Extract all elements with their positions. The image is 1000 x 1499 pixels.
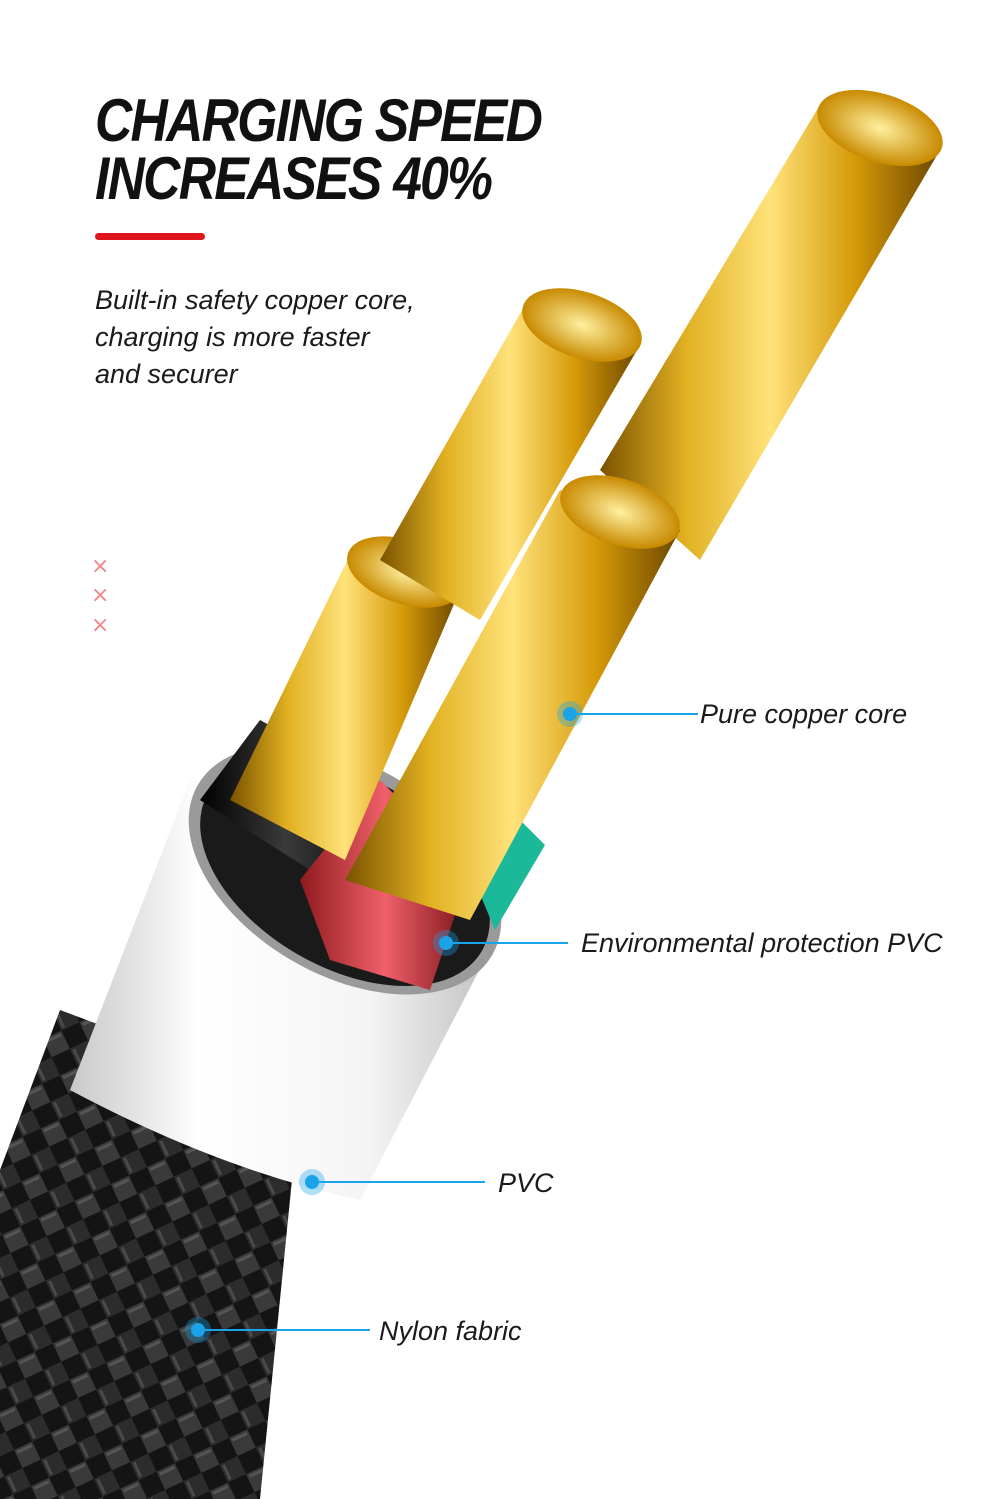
page-headline: CHARGING SPEED INCREASES 40% bbox=[95, 87, 543, 212]
decorative-x-icon: × bbox=[91, 583, 110, 608]
decorative-x-icon: × bbox=[91, 554, 110, 579]
subtitle-line-2: charging is more faster bbox=[95, 322, 370, 352]
decorative-x-icon: × bbox=[91, 613, 110, 638]
headline-line-2: INCREASES 40% bbox=[95, 145, 493, 212]
subtitle-line-1: Built-in safety copper core, bbox=[95, 285, 415, 315]
label-copper-core: Pure copper core bbox=[700, 699, 908, 729]
copper-bundle-front bbox=[345, 475, 680, 920]
headline-line-1: CHARGING SPEED bbox=[95, 87, 543, 154]
label-env-pvc: Environmental protection PVC bbox=[581, 928, 943, 958]
accent-divider bbox=[95, 233, 205, 240]
callout-copper-core bbox=[557, 701, 698, 727]
subtitle: Built-in safety copper core, charging is… bbox=[95, 282, 415, 393]
callout-nylon bbox=[185, 1317, 370, 1343]
callout-env-pvc bbox=[433, 930, 568, 956]
callout-pvc bbox=[299, 1169, 485, 1195]
subtitle-line-3: and securer bbox=[95, 359, 238, 389]
copper-bundle-middle bbox=[380, 288, 642, 620]
copper-bundle-right bbox=[600, 89, 943, 560]
label-pvc: PVC bbox=[498, 1168, 554, 1198]
label-nylon: Nylon fabric bbox=[379, 1316, 522, 1346]
